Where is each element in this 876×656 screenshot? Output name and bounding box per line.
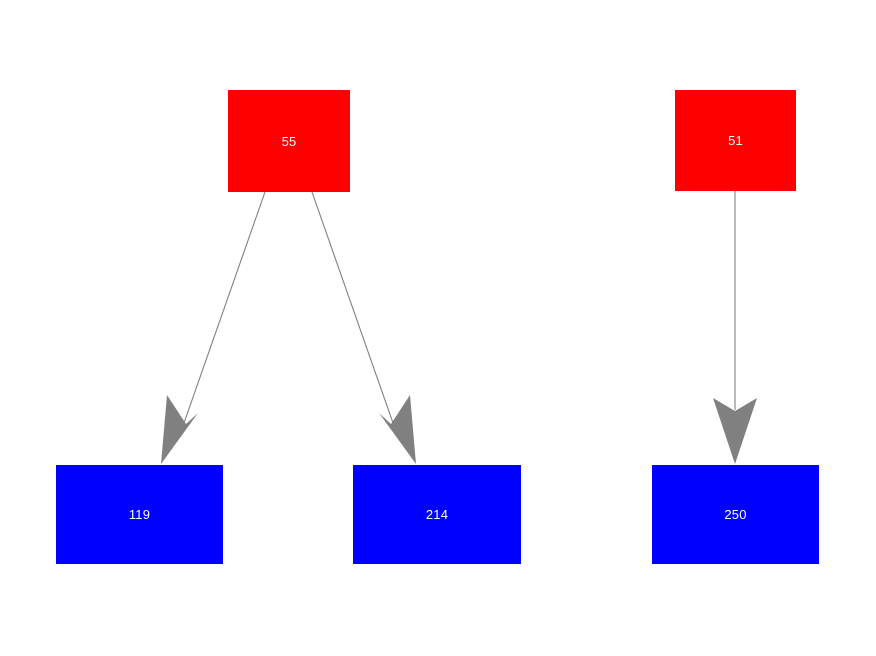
edge-55-214 — [311, 191, 416, 464]
node-119[interactable]: 119 — [56, 465, 223, 564]
node-label: 214 — [425, 507, 449, 522]
edge-55-119 — [161, 191, 266, 464]
edge-line — [177, 191, 266, 441]
node-214[interactable]: 214 — [353, 465, 521, 564]
node-label: 51 — [728, 133, 743, 148]
edge-line — [311, 191, 400, 441]
node-label: 55 — [281, 133, 297, 149]
node-250[interactable]: 250 — [652, 465, 819, 564]
node-55[interactable]: 55 — [228, 90, 350, 192]
edge-51-250 — [713, 191, 757, 464]
node-label: 250 — [724, 507, 747, 522]
arrowhead-icon — [161, 395, 198, 464]
node-51[interactable]: 51 — [675, 90, 796, 191]
node-label: 119 — [128, 507, 151, 522]
arrowhead-icon — [379, 395, 416, 464]
arrowhead-icon — [713, 398, 757, 464]
